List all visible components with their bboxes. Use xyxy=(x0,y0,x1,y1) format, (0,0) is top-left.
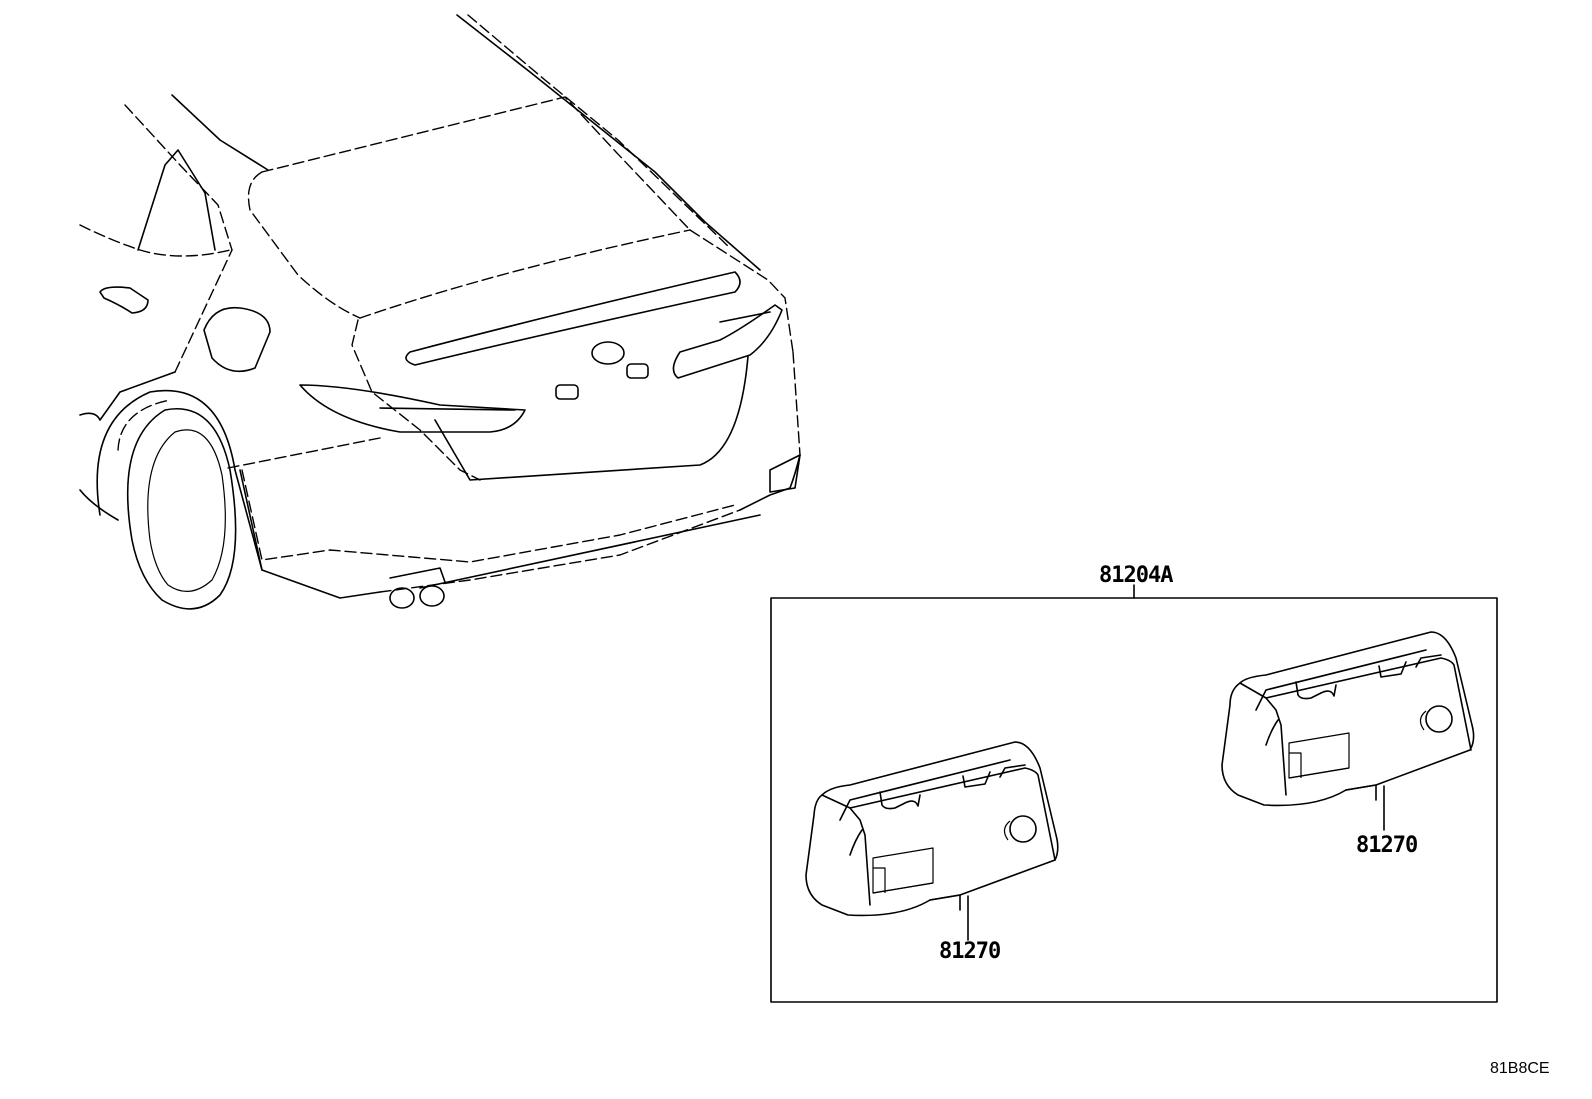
label-assembly-81204a: 81204A xyxy=(1099,563,1173,588)
license-lamp-right xyxy=(1221,631,1475,831)
assembly-frame xyxy=(770,584,1498,1003)
label-lamp-right-81270: 81270 xyxy=(1356,833,1417,858)
label-lamp-left-81270: 81270 xyxy=(939,939,1000,964)
diagram-code: 81B8CE xyxy=(1490,1060,1550,1077)
license-lamp-left xyxy=(805,741,1059,941)
vehicle-rear-view xyxy=(79,14,801,610)
